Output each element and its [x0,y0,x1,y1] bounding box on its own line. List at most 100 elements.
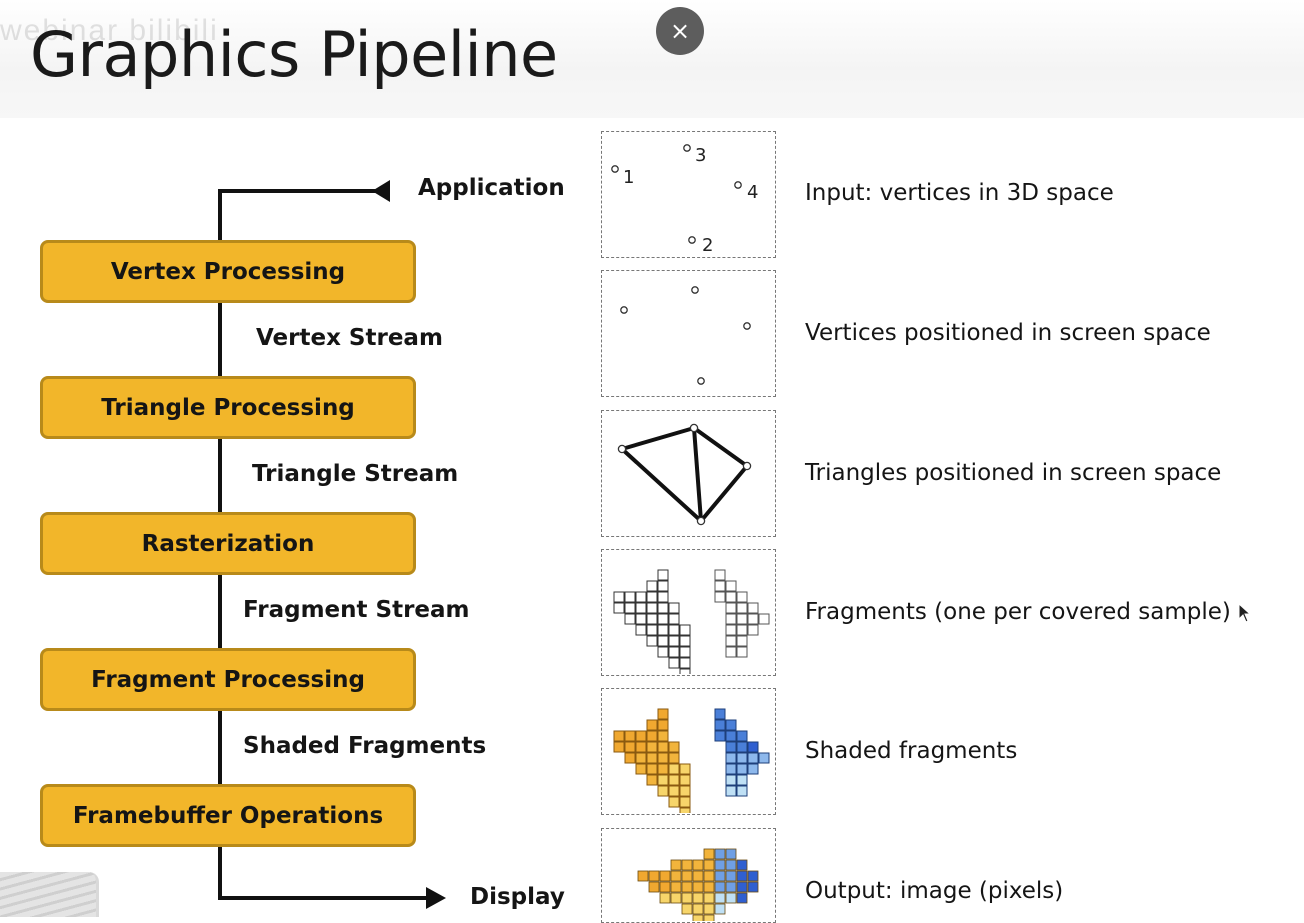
fragment-cell [646,763,658,775]
output-pixel [659,892,671,904]
output-pixel [714,881,726,893]
vertex-label: 3 [695,145,706,166]
output-pixel [703,914,715,921]
vertex-point [620,306,628,314]
fragment-cell [736,591,748,603]
caption-input-vertices: Input: vertices in 3D space [805,180,1114,206]
vertex-point [697,377,705,385]
fragment-cell [736,624,748,636]
fragment-cell [646,741,658,753]
stream-label-shaded: Shaded Fragments [243,733,487,759]
output-pixel [725,859,737,871]
output-pixel [648,881,660,893]
output-pixel [681,903,693,915]
fragment-cell [657,752,669,764]
fragment-cell [725,763,737,775]
fragment-cell [635,591,647,603]
fragment-cell [714,719,726,731]
fragment-cell [657,774,669,786]
fragment-cell [657,624,669,636]
stage-vertex-processing: Vertex Processing [40,240,416,303]
vertex-label: 4 [747,182,758,203]
flow-connector-application [218,189,378,193]
mouse-cursor-icon [1238,603,1252,623]
fragment-cell [613,591,625,603]
fragment-cell [635,613,647,625]
fragment-cell [725,580,737,592]
fragment-cell [668,624,680,636]
fragment-cell [736,646,748,658]
fragment-cell [736,602,748,614]
fragment-cell [668,602,680,614]
fragment-cell [725,646,737,658]
caption-triangles: Triangles positioned in screen space [805,460,1222,486]
fragment-cell [747,613,759,625]
vertex-point [734,181,742,189]
vertex-label: 1 [623,167,634,188]
fragment-cell [668,741,680,753]
fragment-cell [679,796,691,808]
fragment-cell [657,591,669,603]
output-pixel [692,870,704,882]
fragment-cell [758,752,770,764]
close-button[interactable]: × [656,7,704,55]
caption-shaded-fragments: Shaded fragments [805,738,1018,764]
fragment-cell [657,741,669,753]
fragment-cell [657,719,669,731]
caption-screen-vertices: Vertices positioned in screen space [805,320,1211,346]
output-pixel [725,870,737,882]
output-pixel [736,892,748,904]
fragment-cell [747,763,759,775]
fragment-cell [657,635,669,647]
vertex-point [689,423,699,433]
fragment-cell [714,580,726,592]
fragment-cell [736,635,748,647]
fragment-cell [714,591,726,603]
stream-label-vertex: Vertex Stream [256,325,443,351]
output-pixel [681,892,693,904]
illustration-shaded-fragments [601,688,776,815]
output-pixel [725,881,737,893]
output-pixel [670,859,682,871]
output-pixel [659,881,671,893]
stage-framebuffer-operations: Framebuffer Operations [40,784,416,847]
fragment-cell [679,807,691,813]
fragment-cell [613,741,625,753]
vertex-point [611,165,619,173]
fragment-cell [736,785,748,797]
flow-connector-display [218,896,430,900]
fragment-cell [624,752,636,764]
fragment-cell [646,774,658,786]
fragment-cell [657,602,669,614]
fragment-cell [624,591,636,603]
fragment-cell [635,752,647,764]
fragment-cell [668,613,680,625]
fragment-cell [725,635,737,647]
fragment-cell [646,730,658,742]
fragment-cell [635,741,647,753]
fragment-cell [646,580,658,592]
fragment-cell [725,719,737,731]
fragment-cell [679,646,691,658]
output-pixel [681,870,693,882]
fragment-cell [736,774,748,786]
fragment-cell [668,657,680,669]
fragment-cell [624,613,636,625]
output-pixel [703,903,715,915]
fragment-cell [725,602,737,614]
stage-rasterization: Rasterization [40,512,416,575]
fragment-cell [679,635,691,647]
fragment-cell [657,730,669,742]
fragment-cell [725,730,737,742]
fragment-cell [725,613,737,625]
watermark: webinar bilibili [0,14,219,47]
output-pixel [747,870,759,882]
output-pixel [714,848,726,860]
output-pixel [681,881,693,893]
fragment-cell [624,741,636,753]
fragment-cell [668,774,680,786]
fragment-cell [613,730,625,742]
fragment-cell [758,613,770,625]
fragment-cell [646,624,658,636]
vertex-point [742,461,752,471]
